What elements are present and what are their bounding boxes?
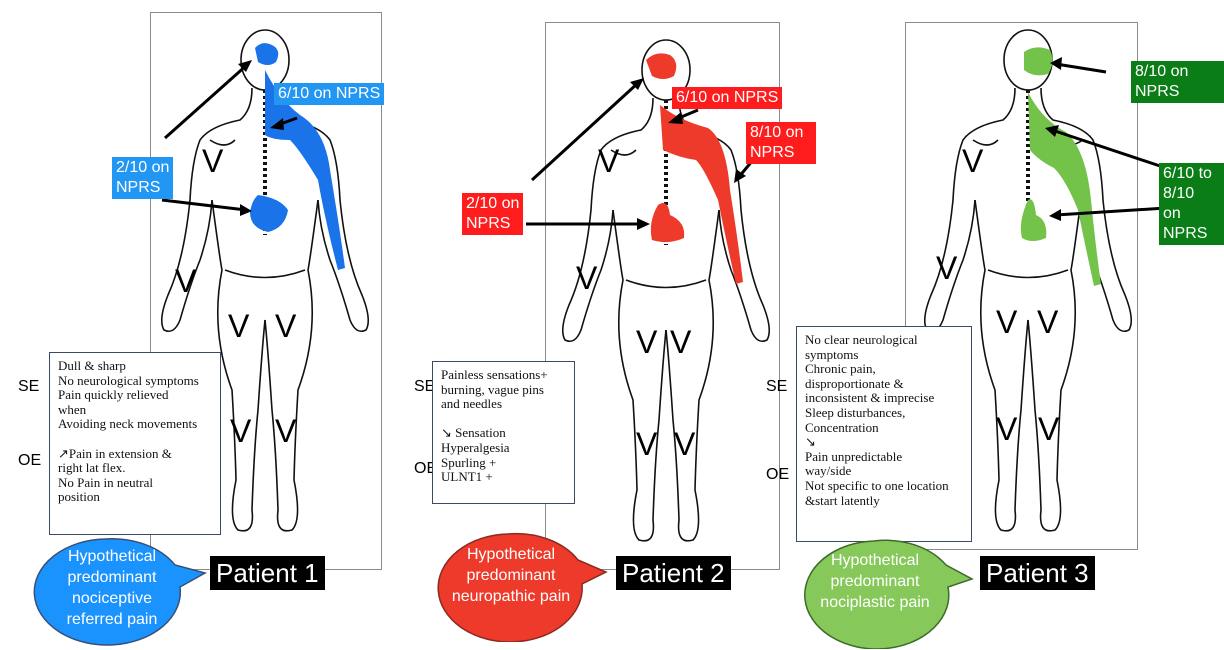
v-mark: V (228, 310, 249, 342)
patient-3-panel: 8/10 on NPRS 6/10 to 8/10 on NPRS V V V … (816, 0, 1224, 650)
v-mark: V (275, 415, 296, 447)
v-mark: V (962, 145, 983, 177)
patient-2-panel: 6/10 on NPRS 8/10 on NPRS 2/10 on NPRS V… (408, 0, 816, 650)
v-mark: V (598, 145, 619, 177)
v-mark: V (636, 428, 657, 460)
head-pain-area (1024, 47, 1053, 75)
v-mark: V (936, 252, 957, 284)
v-mark: V (1037, 306, 1058, 338)
v-mark: V (275, 310, 296, 342)
mid-back-pain-area (1021, 199, 1046, 241)
v-mark: V (996, 413, 1017, 445)
head-pain-area (646, 53, 676, 79)
lower-pain-label: 2/10 on NPRS (112, 157, 173, 199)
neck-shoulder-arm-pain-area (660, 105, 743, 284)
patient-name-label: Patient 1 (210, 556, 325, 590)
oe-label: OE (18, 452, 41, 470)
v-mark: V (670, 326, 691, 358)
patient-name-label: Patient 2 (616, 556, 731, 590)
patient-1-panel: 6/10 on NPRS 2/10 on NPRS V V V V V V SE… (0, 0, 408, 650)
oe-label: OE (766, 466, 789, 484)
head-pain-label: 8/10 on NPRS (1131, 61, 1224, 103)
back-pain-label: 2/10 on NPRS (462, 193, 523, 235)
head-pain-area (255, 43, 278, 65)
v-mark: V (1038, 413, 1059, 445)
patient-name-label: Patient 3 (980, 556, 1095, 590)
v-mark: V (230, 415, 251, 447)
v-mark: V (636, 326, 657, 358)
v-mark: V (175, 265, 196, 297)
upper-pain-label: 6/10 on NPRS (274, 83, 384, 105)
mid-back-pain-area (651, 203, 684, 242)
v-mark: V (576, 262, 597, 294)
neck-arm-pain-label: 6/10 to 8/10 on NPRS (1159, 163, 1224, 245)
mid-back-pain-area (250, 195, 288, 232)
v-mark: V (202, 145, 223, 177)
se-label: SE (18, 378, 39, 396)
se-label: SE (766, 378, 787, 396)
v-mark: V (674, 428, 695, 460)
neck-shoulder-arm-pain-area (1028, 92, 1101, 286)
neck-pain-label: 6/10 on NPRS (672, 87, 782, 109)
arm-pain-label: 8/10 on NPRS (746, 122, 816, 164)
v-mark: V (996, 306, 1017, 338)
